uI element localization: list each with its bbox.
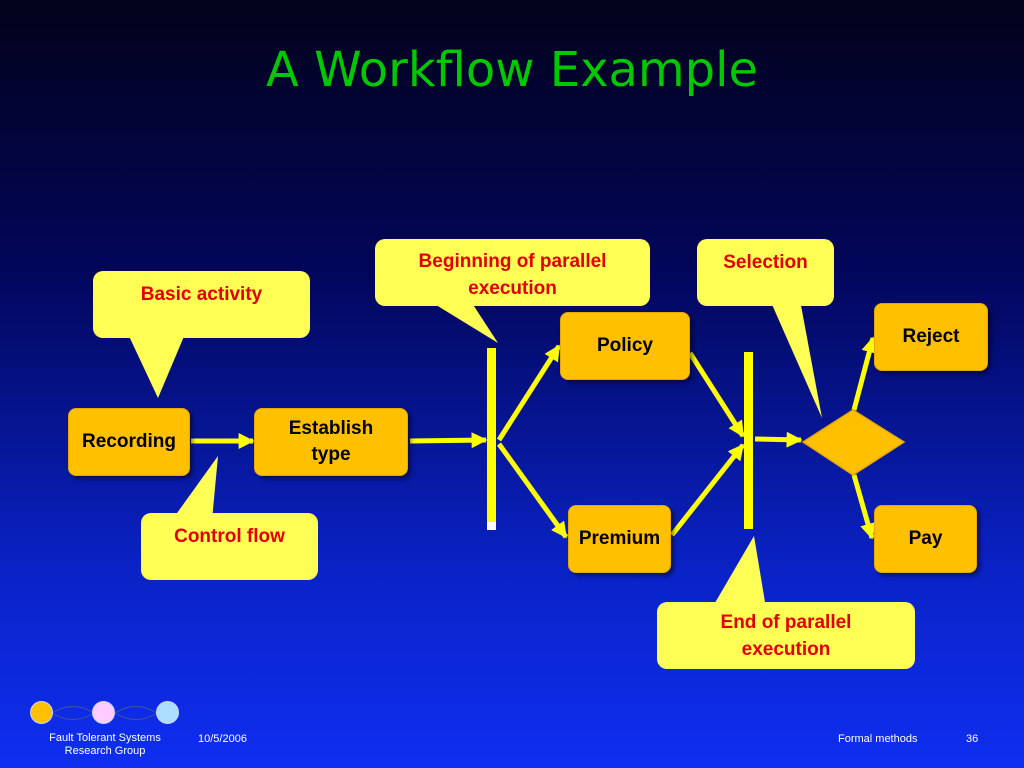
logo-dot-pink: [92, 701, 115, 724]
callout-basic-activity: Basic activity: [93, 271, 310, 338]
slide-title: A Workflow Example: [266, 42, 758, 98]
callout-tail-control-flow: [172, 456, 218, 520]
arrow-join-to-decision: [754, 431, 803, 448]
logo-dot-orange: [30, 701, 53, 724]
callout-tail-selection: [770, 300, 822, 418]
callout-tail-end-parallel: [712, 536, 766, 608]
arrow-fork-to-premium: [496, 442, 569, 539]
node-reject: Reject: [874, 303, 988, 371]
footer-group-line2: Research Group: [64, 745, 146, 757]
arrow-premium-to-join: [670, 443, 745, 537]
arrow-decision-to-reject: [851, 336, 878, 411]
footer-group-line1: Fault Tolerant Systems: [49, 732, 161, 744]
footer-course: Formal methods: [838, 733, 918, 745]
footer-date: 10/5/2006: [198, 733, 247, 745]
callout-tail-basic-activity: [128, 334, 185, 398]
fork-bar: [487, 348, 496, 530]
callout-beginning-parallel: Beginning of parallel execution: [375, 239, 650, 306]
join-bar: [744, 352, 753, 529]
logo-dot-blue: [156, 701, 179, 724]
arrow-fork-to-policy: [496, 344, 562, 442]
callout-end-parallel: End of parallel execution: [657, 602, 915, 669]
node-recording: Recording: [68, 408, 190, 476]
node-pay: Pay: [874, 505, 977, 573]
callout-control-flow: Control flow: [141, 513, 318, 580]
callout-tail-beginning-parallel: [428, 300, 498, 343]
footer-page-number: 36: [966, 733, 979, 745]
arrow-establish-to-fork: [409, 432, 488, 449]
arrow-decision-to-pay: [851, 474, 876, 540]
fork-bar-tip: [487, 522, 496, 530]
node-establish-type: Establish type: [254, 408, 408, 476]
callout-selection: Selection: [697, 239, 834, 306]
arrow-policy-to-join: [687, 351, 746, 438]
node-policy: Policy: [560, 312, 690, 380]
node-premium: Premium: [568, 505, 671, 573]
footer-group-name: Fault Tolerant Systems Research Group: [40, 732, 170, 758]
decision-diamond: [801, 409, 906, 476]
